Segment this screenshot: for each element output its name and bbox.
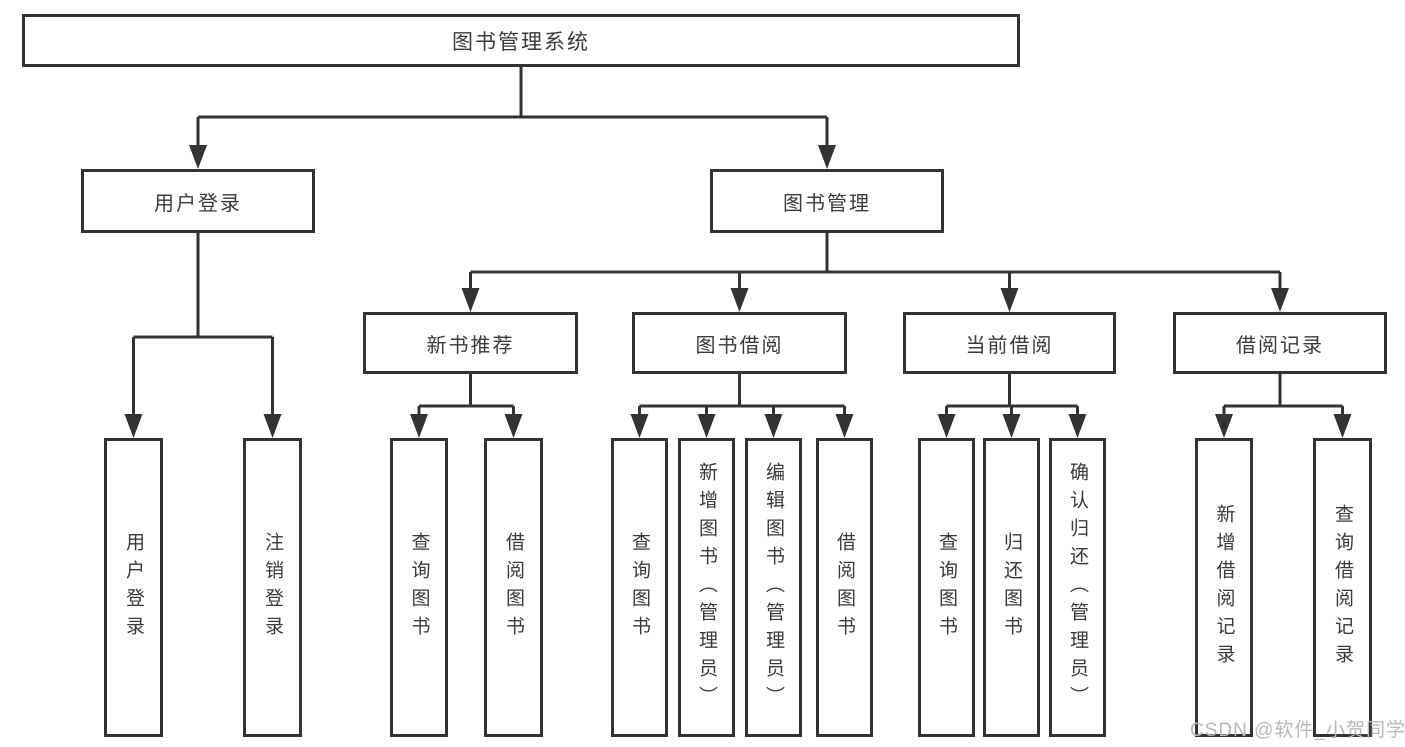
leaf-borrow-books: 借阅图书: [816, 438, 873, 737]
leaf-query-books-current: 查询图书: [918, 438, 975, 737]
leaf-return-books: 归还图书: [983, 438, 1040, 737]
leaf-user-login: 用户登录: [104, 438, 163, 737]
watermark: CSDN @软件_小贺同学: [1190, 720, 1405, 741]
connector-book-borrow-children: [630, 374, 854, 438]
arrow-down-icon: [630, 414, 649, 438]
arrow-down-icon: [1271, 288, 1289, 312]
arrow-down-icon: [818, 145, 836, 169]
leaf-edit-book-admin: 编辑图书（管理员）: [745, 438, 802, 737]
arrow-down-icon: [124, 414, 143, 438]
arrow-down-icon: [504, 414, 523, 438]
node-book-management: 图书管理: [710, 169, 944, 233]
node-book-borrow: 图书借阅: [632, 312, 847, 374]
node-library-management-system: 图书管理系统: [22, 14, 1020, 67]
connector-book-management-sections: [461, 233, 1289, 312]
leaf-add-book-admin: 新增图书（管理员）: [678, 438, 735, 737]
leaf-logout: 注销登录: [243, 438, 302, 737]
leaf-query-books-borrow: 查询图书: [611, 438, 668, 737]
arrow-down-icon: [410, 414, 428, 438]
node-new-book-recommend: 新书推荐: [363, 312, 578, 374]
leaf-borrow-books-recommend: 借阅图书: [484, 438, 543, 737]
arrow-down-icon: [730, 288, 749, 312]
arrow-down-icon: [1002, 414, 1021, 438]
connector-borrow-records-children: [1215, 374, 1352, 438]
arrow-down-icon: [461, 288, 480, 312]
arrow-down-icon: [1215, 414, 1233, 438]
connector-new-book-recommend-children: [410, 374, 523, 438]
leaf-confirm-return-admin: 确认归还（管理员）: [1049, 438, 1106, 737]
arrow-down-icon: [937, 414, 956, 438]
leaf-query-borrow-record: 查询借阅记录: [1313, 438, 1372, 737]
connector-line: [638, 374, 846, 416]
connector-root-to-level2: [189, 66, 836, 169]
connector-line: [1222, 374, 1344, 416]
arrow-down-icon: [697, 414, 716, 438]
leaf-add-borrow-record: 新增借阅记录: [1195, 438, 1253, 737]
node-user-login: 用户登录: [81, 169, 315, 233]
arrow-down-icon: [189, 145, 207, 169]
connector-current-borrow-children: [937, 374, 1087, 438]
arrow-down-icon: [263, 414, 282, 438]
connector-line: [132, 233, 274, 416]
connector-line: [417, 374, 515, 416]
connector-line: [196, 66, 829, 147]
arrow-down-icon: [835, 414, 854, 438]
arrow-down-icon: [1068, 414, 1087, 438]
connector-user-login-children: [124, 233, 282, 438]
leaf-query-books-recommend: 查询图书: [390, 438, 448, 737]
node-borrow-records: 借阅记录: [1173, 312, 1387, 374]
arrow-down-icon: [1000, 288, 1019, 312]
connector-line: [945, 374, 1079, 416]
connector-line: [469, 233, 1282, 290]
arrow-down-icon: [764, 414, 783, 438]
arrow-down-icon: [1333, 414, 1352, 438]
node-current-borrow: 当前借阅: [903, 312, 1116, 374]
